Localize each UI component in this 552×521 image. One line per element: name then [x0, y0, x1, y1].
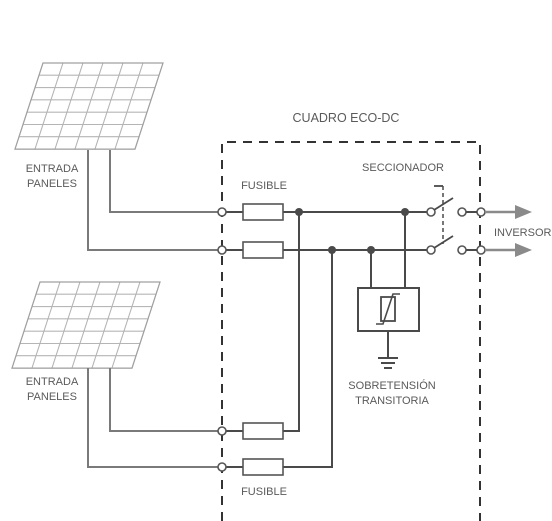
surge-label-line1: SOBRETENSIÓN	[348, 379, 435, 392]
solar-panel-bottom	[11, 281, 161, 369]
fuse-bottom-positive	[242, 422, 284, 440]
fuse-label-bottom: FUSIBLE	[241, 486, 287, 498]
junction-node	[328, 246, 336, 254]
ground-icon	[378, 357, 398, 369]
output-arrow-negative	[485, 243, 532, 257]
switch-label: SECCIONADOR	[362, 162, 444, 174]
wire-panel-top-negative	[87, 150, 222, 251]
panel-top-label-line2: PANELES	[27, 178, 77, 190]
enclosure-title: CUADRO ECO-DC	[293, 111, 400, 125]
output-label: INVERSOR	[494, 227, 552, 239]
panel-top-label-line1: ENTRADA	[26, 163, 79, 175]
disconnect-switch	[426, 185, 486, 255]
junction-node	[401, 208, 409, 216]
fuse-bottom-negative	[242, 458, 284, 476]
junction-node	[295, 208, 303, 216]
wire-bottom-fuse-negative	[226, 250, 333, 468]
surge-protector	[357, 287, 420, 332]
fuse-top-positive	[242, 203, 284, 221]
fuse-top-negative	[242, 241, 284, 259]
wire-bottom-fuse-positive	[226, 212, 300, 432]
terminal-in-top-negative	[217, 245, 227, 255]
wire-panel-top-positive	[109, 150, 222, 213]
junction-node	[367, 246, 375, 254]
terminal-in-bottom-negative	[217, 462, 227, 472]
surge-label-line2: TRANSITORIA	[355, 395, 429, 407]
solar-panel-top	[14, 62, 164, 150]
panel-bottom-label-line2: PANELES	[27, 391, 77, 403]
terminal-in-top-positive	[217, 207, 227, 217]
output-arrow-positive	[485, 205, 532, 219]
terminal-in-bottom-positive	[217, 426, 227, 436]
wire-panel-bottom-negative	[87, 368, 222, 468]
panel-frame	[14, 62, 164, 150]
panel-bottom-label-line1: ENTRADA	[26, 376, 79, 388]
wire-panel-bottom-positive	[109, 368, 222, 432]
fuse-label-top: FUSIBLE	[241, 180, 287, 192]
panel-frame	[11, 281, 161, 369]
